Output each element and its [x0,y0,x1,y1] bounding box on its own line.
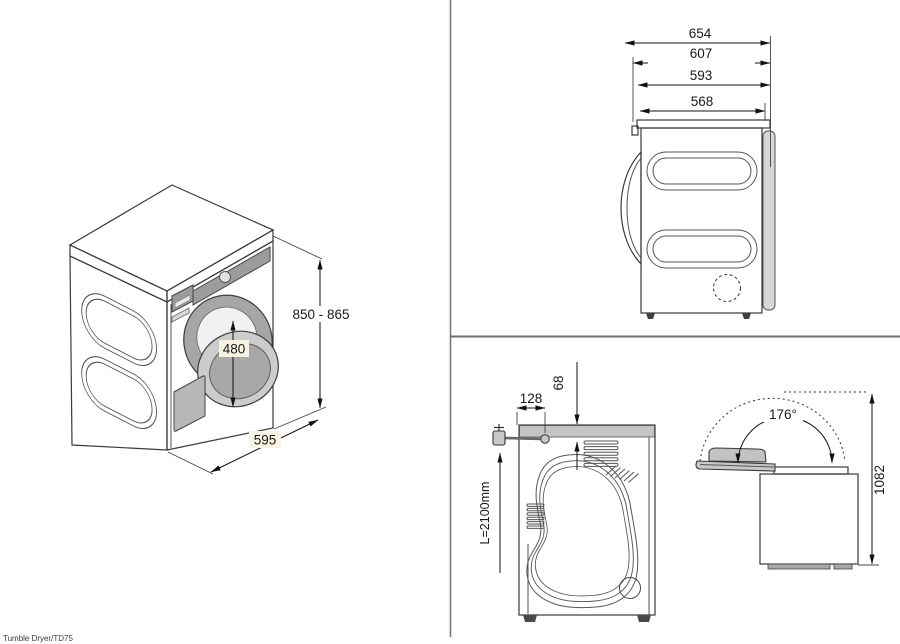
side-hinge-tab [631,125,639,136]
rear-body [518,424,656,616]
filter-hatch [173,375,206,432]
door-open-view: 176° 1082 [695,391,887,570]
side-rear-panel [762,130,776,311]
rear-view: 128 68 L=2100mm [478,362,656,622]
program-knob [219,271,231,283]
cord-outlet [540,434,550,444]
dim-128: 128 [516,391,546,433]
plug [492,430,506,446]
dim-68-label: 68 [551,375,566,390]
dim-cord-length: L=2100mm [478,452,503,573]
dim-1082: 1082 [784,391,887,566]
side-door-bulge [620,150,642,266]
dim-654: 654 [624,26,771,46]
side-feet [646,313,751,319]
dim-595-label-bg [249,431,281,448]
open-body [759,473,859,565]
open-plinth-left [767,563,831,570]
dim-593-label: 593 [690,68,713,83]
iso-handle-strip [171,307,190,323]
iso-top-lip-left [69,244,168,303]
dim-850-865-label: 850 - 865 [292,307,349,322]
iso-display-glass [174,294,191,309]
iso-left-face-embossing [81,293,157,429]
iso-left-face [69,255,168,451]
side-door-bulge-inner [626,157,642,259]
dim-height-range: 850 - 865 [272,235,350,430]
dim-176-label-bg [763,406,803,422]
dim-width: 595 [167,419,319,475]
dim-568-label: 568 [691,94,714,109]
iso-door-assembly [183,294,279,408]
open-door [695,447,776,472]
isometric-view: 480 850 - 865 595 [68,184,350,475]
dim-128-label: 128 [520,391,543,406]
side-view: 654 607 593 568 [620,26,776,319]
rear-hatch-marks [605,465,639,483]
rear-left-vent [526,503,545,529]
dim-door-diameter: 480 [219,320,249,408]
dim-607-label: 607 [690,46,713,61]
dim-cord-length-label: L=2100mm [478,482,492,545]
footer-model-label: Tumble Dryer/TD75 [3,634,73,643]
dim-654-label: 654 [689,26,712,41]
open-lid-strip [773,466,849,475]
rear-bean-embossing [526,454,639,609]
panel-dividers [449,0,900,637]
side-body [640,127,763,314]
dim-480-label: 480 [223,342,246,357]
dim-607: 607 [632,46,771,66]
open-door-bump [708,447,767,463]
rear-feet [523,615,651,622]
dim-595-label: 595 [254,433,277,448]
dim-68: 68 [551,362,580,470]
dim-176-label: 176° [769,407,797,422]
dim-480-label-bg [219,340,249,357]
rear-drain-circle [619,577,641,599]
dim-850-label-bg [293,306,349,322]
side-embossing [646,151,758,269]
dim-593: 593 [637,68,771,88]
side-pump-circle [713,274,741,302]
dim-1082-label: 1082 [872,465,887,495]
side-lid [636,119,771,129]
rear-top-strip [519,425,655,438]
rear-top-vent [583,440,619,467]
power-cord [492,424,550,446]
dim-opening-angle: 176° [735,406,835,464]
open-plinth-right [833,563,853,570]
dim-568: 568 [639,94,766,114]
